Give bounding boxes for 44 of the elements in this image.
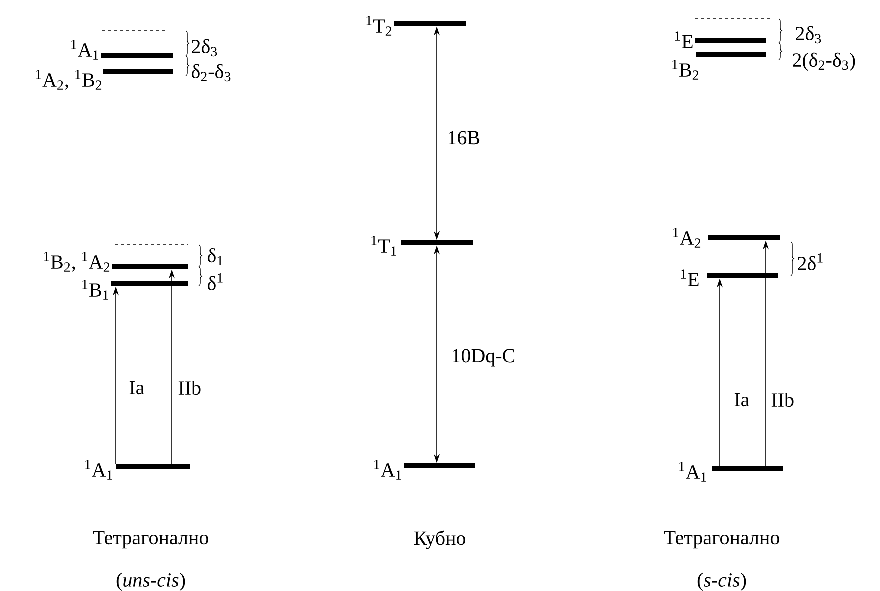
edge-label: IIb <box>178 380 201 396</box>
node-label: $^{1}$E <box>675 32 693 48</box>
energy-level: $^{1}$T$_{1}$ <box>372 236 473 256</box>
delta-label: 2(δ$_{2}$-δ$_{3}$) <box>793 52 856 72</box>
edge-label: 10Dq-C <box>452 349 515 367</box>
delta-label: δ$_{2}$-δ$_{3}$ <box>192 64 231 82</box>
node-label: $^{1}$B$_{2}$ <box>672 60 699 80</box>
energy-level: $^{1}$A$_{1}$ <box>374 460 475 480</box>
node-label: $^{1}$A$_{2}$ <box>674 228 701 248</box>
edge-label: Ia <box>130 381 144 395</box>
node-label: $^{1}$A$_{1}$ <box>86 460 112 480</box>
edge-label: 16B <box>448 131 480 145</box>
caption: Кубно <box>414 530 466 550</box>
caption: (uns-cis) <box>116 572 186 591</box>
edge-label: Ia <box>734 393 750 407</box>
node-label: $^{1}$A$_{2}$, $^{1}$B$_{2}$ <box>36 70 102 90</box>
node-label: $^{1}$E <box>681 270 699 286</box>
delta-label: δ$^{1}$ <box>208 274 223 290</box>
node-label: $^{1}$B$_{2}$, $^{1}$A$_{2}$ <box>44 252 110 272</box>
energy-level: $^{1}$A$_{1}$ <box>680 462 783 482</box>
energy-level: $^{1}$A$_{2}$, $^{1}$B$_{2}$ <box>36 70 173 90</box>
delta-label: 2δ$^{1}$ <box>798 254 823 270</box>
node-label: $^{1}$T$_{1}$ <box>372 236 396 256</box>
node-label: $^{1}$A$_{1}$ <box>72 40 98 60</box>
node-label: $^{1}$A$_{1}$ <box>680 462 706 482</box>
energy-level: $^{1}$A$_{1}$ <box>86 460 190 480</box>
energy-level: $^{1}$E <box>681 270 778 286</box>
caption: Тетрагонално <box>93 531 208 549</box>
node-label: $^{1}$T$_{2}$ <box>366 16 392 36</box>
energy-level: $^{1}$B$_{2}$, $^{1}$A$_{2}$ <box>44 252 188 272</box>
energy-level: $^{1}$A$_{1}$ <box>72 40 173 60</box>
energy-level: $^{1}$E <box>675 32 766 48</box>
node-label: $^{1}$A$_{1}$ <box>374 460 402 480</box>
energy-level: $^{1}$A$_{2}$ <box>674 228 780 248</box>
node-label: $^{1}$B$_{1}$ <box>82 280 108 300</box>
delta-label: 2δ$_{3}$ <box>192 39 218 57</box>
energy-level: $^{1}$T$_{2}$ <box>366 16 466 36</box>
energy-level: $^{1}$B$_{2}$ <box>672 52 766 80</box>
edge-label: IIb <box>772 392 794 408</box>
energy-level: $^{1}$B$_{1}$ <box>82 280 188 300</box>
caption: (s-cis) <box>698 572 746 591</box>
delta-label: 2δ$_{3}$ <box>796 26 822 44</box>
delta-label: δ$_{1}$ <box>208 248 223 266</box>
caption: Тетрагонално <box>664 531 780 549</box>
